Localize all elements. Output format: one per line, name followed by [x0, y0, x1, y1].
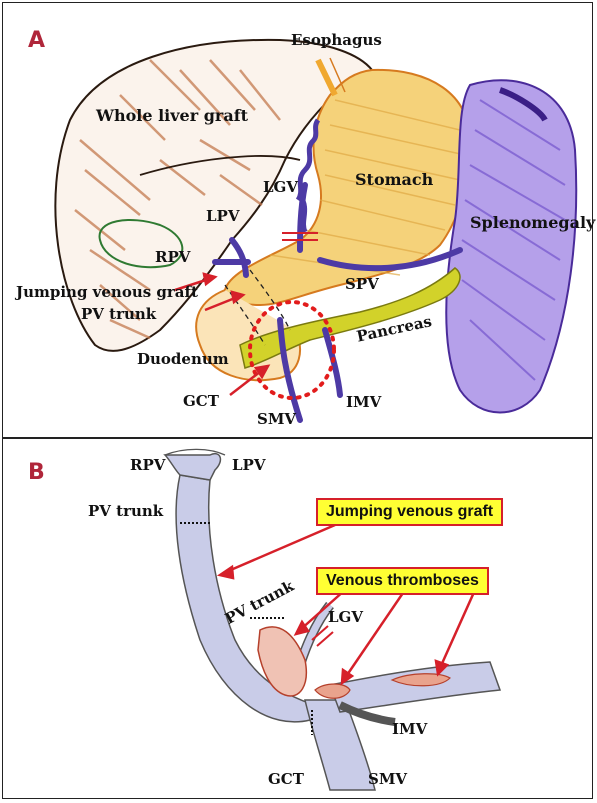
- label-stomach: Stomach: [355, 170, 433, 189]
- label-whole-liver-graft: Whole liver graft: [96, 106, 248, 125]
- label-spv: SPV: [345, 275, 379, 293]
- label-esophagus: Esophagus: [291, 31, 382, 49]
- callout-jumping-venous-graft: Jumping venous graft: [316, 498, 503, 526]
- label-pv-trunk-a: PV trunk: [81, 305, 156, 323]
- label-rpv-b: RPV: [130, 456, 165, 474]
- label-lpv-b: LPV: [232, 456, 265, 474]
- label-imv-b: IMV: [392, 720, 427, 738]
- label-lgv-a: LGV: [263, 178, 298, 196]
- label-imv-a: IMV: [346, 393, 381, 411]
- splenic-vein-tube: [330, 662, 500, 712]
- callout-venous-thromboses: Venous thromboses: [316, 567, 489, 595]
- label-jumping-venous-graft-a: Jumping venous graft: [16, 283, 198, 301]
- label-pv-trunk-b-top: PV trunk: [88, 502, 163, 520]
- label-lgv-b: LGV: [328, 608, 363, 626]
- label-smv-a: SMV: [257, 410, 296, 428]
- label-rpv-a: RPV: [155, 248, 190, 266]
- label-lpv-a: LPV: [206, 207, 239, 225]
- label-gct-a: GCT: [183, 392, 219, 410]
- label-duodenum: Duodenum: [137, 350, 229, 368]
- panel-a-letter: A: [28, 28, 45, 53]
- label-splenomegaly: Splenomegaly: [470, 213, 595, 232]
- thrombus-spv-1: [315, 684, 350, 698]
- label-gct-b: GCT: [268, 770, 304, 788]
- label-smv-b: SMV: [368, 770, 407, 788]
- panel-b-letter: B: [28, 460, 45, 485]
- pv-bifurcation: [165, 454, 220, 480]
